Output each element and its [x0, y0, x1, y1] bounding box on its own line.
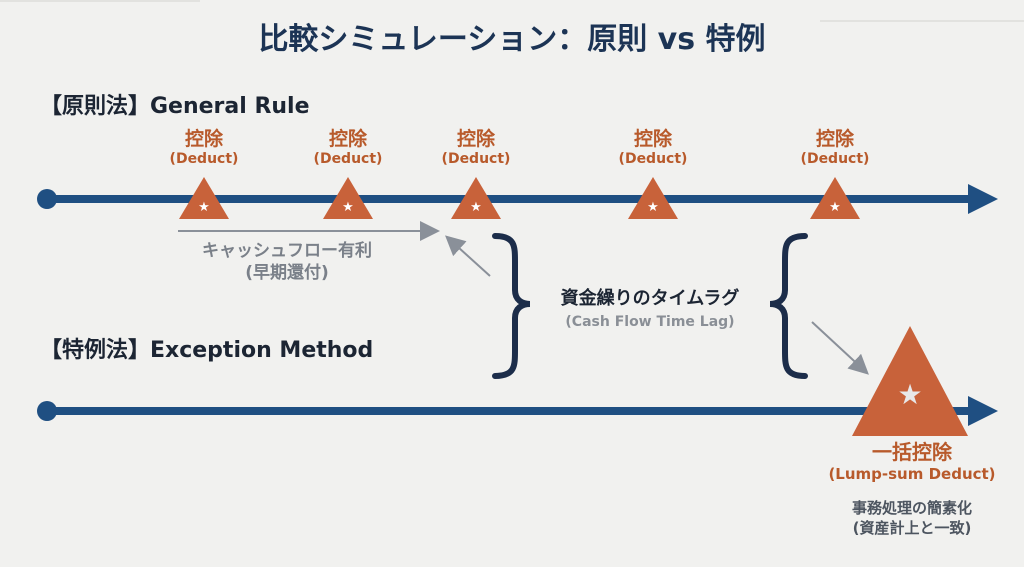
timeline-arrowhead: [968, 184, 998, 214]
cashflow-note-sub: (早期還付): [245, 263, 329, 283]
exception-method-timeline: [37, 396, 998, 426]
star-icon: ★: [198, 200, 210, 215]
background-decoration: [820, 20, 1024, 22]
deduct-marker: ★: [451, 177, 501, 219]
timeline-arrowhead: [968, 396, 998, 426]
time-lag-jp: 資金繰りのタイムラグ: [560, 288, 740, 309]
star-icon: ★: [470, 200, 482, 215]
left-brace: [492, 233, 531, 379]
lump-sum-en: (Lump-sum Deduct): [828, 465, 996, 483]
lump-pointer-arrow: [811, 321, 869, 375]
cashflow-note-title: キャッシュフロー有利: [202, 241, 372, 261]
lump-note-title: 事務処理の簡素化: [851, 499, 972, 517]
general-rule-label: 【原則法】General Rule: [40, 94, 310, 119]
deduct-label: 控除 (Deduct): [618, 128, 688, 167]
general-rule-timeline: [37, 184, 998, 214]
deduct-label: 控除 (Deduct): [169, 128, 239, 167]
deduct-label: 控除 (Deduct): [313, 128, 383, 167]
cashflow-note: キャッシュフロー有利 (早期還付): [172, 240, 402, 284]
exception-method-label: 【特例法】Exception Method: [40, 338, 374, 363]
deduct-marker: ★: [810, 177, 860, 219]
star-icon: ★: [829, 200, 841, 215]
lump-sum-jp: 一括控除: [872, 440, 952, 464]
deduct-marker: ★: [323, 177, 373, 219]
time-lag-label: 資金繰りのタイムラグ (Cash Flow Time Lag): [530, 284, 770, 330]
deduct-label: 控除 (Deduct): [441, 128, 511, 167]
lump-sum-note: 事務処理の簡素化 (資産計上と一致): [812, 498, 1012, 538]
star-icon: ★: [342, 200, 354, 215]
right-brace: [769, 233, 808, 379]
page-title: 比較シミュレーション：原則 vs 特例: [258, 22, 766, 57]
timeline-bar: [47, 195, 972, 203]
background-decoration: [0, 0, 200, 2]
lump-sum-marker: ★: [852, 326, 968, 436]
timeline-bar: [47, 407, 972, 415]
deduct-marker: ★: [179, 177, 229, 219]
star-icon: ★: [647, 200, 659, 215]
deduct-label: 控除 (Deduct): [800, 128, 870, 167]
lag-pointer-arrow: [445, 235, 491, 277]
star-icon: ★: [897, 378, 922, 411]
deduct-marker: ★: [628, 177, 678, 219]
time-lag-en: (Cash Flow Time Lag): [565, 314, 735, 330]
lump-note-sub: (資産計上と一致): [852, 519, 972, 537]
lump-sum-label: 一括控除 (Lump-sum Deduct): [812, 440, 1012, 484]
